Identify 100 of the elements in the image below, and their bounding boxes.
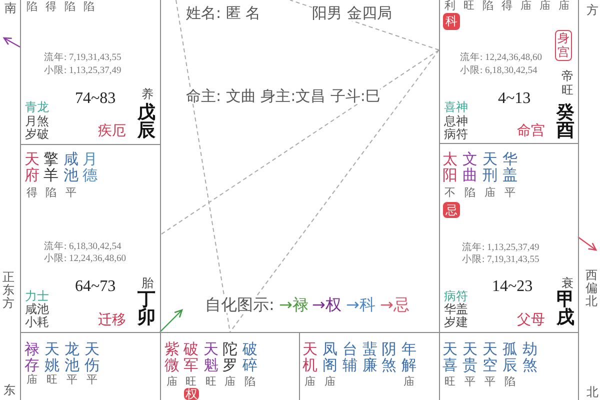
direction-label: 正东方 — [2, 271, 15, 310]
year-list: 流年: 1,13,25,37,49 — [462, 243, 540, 254]
star-name: 天贵 — [462, 341, 478, 373]
life-stage-label: 胎 — [141, 276, 154, 290]
brightness-label: 庙 — [324, 376, 336, 388]
star-name: 天喜 — [442, 341, 458, 373]
deity-name: 病符 — [444, 128, 468, 141]
palace-name: 疾厄 — [98, 124, 126, 138]
brightness-label: 陷 — [46, 187, 56, 199]
deity-name: 病符 — [444, 290, 468, 303]
arrow — [578, 236, 597, 251]
body-palace-badge: 身宫 — [555, 30, 572, 61]
star-name: 擎羊 — [43, 151, 59, 183]
year-list: 流年: 6,18,30,42,54 — [44, 242, 122, 253]
palace-name: 命宫 — [517, 124, 545, 138]
star-name: 禄存 — [24, 341, 40, 373]
info-text: 命主: 文曲 身主:文昌 子斗:巳 — [186, 88, 380, 104]
star-name: 紫微 — [164, 341, 180, 373]
year-list: 小限: 1,13,25,37,49 — [44, 66, 122, 77]
info-text: 阳男 金四局 — [312, 5, 392, 21]
year-list: 小限: 7,19,31,43,55 — [462, 255, 540, 266]
brightness-label: 庙 — [558, 0, 570, 12]
direction-label: 东 — [3, 384, 16, 397]
palace-cell — [20, 0, 161, 145]
star-name: 蜚廉 — [362, 341, 378, 373]
deity-name: 岁破 — [25, 128, 49, 141]
deity-name: 青龙 — [25, 101, 49, 114]
dashed-line — [230, 50, 440, 332]
brightness-label: 得 — [26, 187, 38, 199]
palace-cell — [439, 0, 579, 144]
deity-name: 华盖 — [444, 303, 468, 316]
palace-cell — [160, 332, 300, 400]
deity-name: 月煞 — [25, 115, 49, 128]
star-name: 破碎 — [242, 341, 258, 373]
star-name: 年解 — [401, 341, 417, 373]
star-name: 台辅 — [342, 341, 358, 373]
legend-item: →权 — [312, 296, 342, 313]
brightness-label: 平 — [464, 376, 476, 388]
brightness-label: 庙 — [26, 374, 38, 386]
brightness-label: 旺 — [46, 374, 58, 386]
brightness-label: 不 — [444, 187, 456, 199]
stem-branch-label: 癸酉 — [556, 104, 575, 140]
brightness-label: 陷 — [84, 1, 94, 13]
star-name: 阴煞 — [381, 341, 397, 373]
info-text: 姓名: 匿 名 — [186, 5, 261, 21]
brightness-label: 庙 — [540, 0, 550, 12]
brightness-label: 陷 — [504, 376, 516, 388]
transform-badge: 忌 — [443, 202, 460, 218]
star-name: 凤阁 — [322, 341, 338, 373]
star-name: 天伤 — [84, 341, 100, 373]
star-name: 天魁 — [203, 341, 219, 373]
brightness-label: 平 — [66, 187, 76, 199]
star-name: 咸池 — [63, 151, 79, 183]
palace-cell — [439, 143, 579, 333]
star-name: 龙池 — [64, 341, 80, 373]
star-name: 孤辰 — [502, 341, 518, 373]
star-name: 陀罗 — [222, 341, 238, 373]
brightness-label: 旺 — [444, 376, 456, 388]
age-range: 4~13 — [498, 91, 531, 107]
brightness-label: 庙 — [484, 187, 496, 199]
stem-branch-label: 丁卯 — [137, 291, 156, 327]
palace-name: 父母 — [517, 313, 545, 327]
deity-name: 咸池 — [25, 303, 49, 316]
star-name: 天机 — [302, 341, 318, 373]
palace-cell — [20, 144, 161, 333]
brightness-label: 庙 — [304, 376, 316, 388]
brightness-label: 陷 — [464, 187, 476, 199]
brightness-label: 平 — [484, 376, 496, 388]
star-name: 天姚 — [44, 341, 60, 373]
arrow — [3, 37, 20, 48]
year-list: 流年: 12,24,36,48,60 — [460, 53, 542, 64]
age-range: 74~83 — [75, 91, 116, 107]
brightness-label: 庙 — [520, 0, 532, 12]
life-stage-label: 养 — [141, 87, 154, 101]
brightness-label: 庙 — [224, 376, 236, 388]
year-list: 流年: 7,19,31,43,55 — [44, 53, 122, 64]
brightness-label: 平 — [86, 374, 98, 386]
star-name: 天府 — [24, 151, 40, 183]
brightness-label: 陷 — [482, 0, 494, 12]
brightness-label: 陷 — [26, 1, 38, 13]
deity-name: 小耗 — [25, 316, 49, 329]
palace-name: 迁移 — [98, 313, 126, 327]
star-name: 太阳 — [442, 151, 458, 183]
brightness-label: 利 — [444, 0, 456, 12]
year-list: 小限: 6,18,30,42,54 — [460, 66, 538, 77]
year-list: 小限: 12,24,36,48,60 — [44, 254, 126, 265]
star-name: 华盖 — [502, 151, 518, 183]
star-name: 天空 — [482, 341, 498, 373]
brightness-label: 旺 — [206, 376, 216, 388]
star-name: 月德 — [82, 151, 98, 183]
life-stage-label: 帝旺 — [561, 69, 574, 97]
deity-name: 喜神 — [444, 101, 468, 114]
direction-label: 南 — [4, 2, 17, 15]
direction-label: 北 — [586, 386, 599, 399]
brightness-label: 庙 — [404, 376, 414, 388]
legend-title: 自化图示: — [205, 296, 274, 313]
brightness-label: 得 — [46, 1, 56, 13]
deity-name: 岁建 — [444, 316, 468, 329]
brightness-label: 庙 — [166, 376, 178, 388]
age-range: 64~73 — [75, 279, 116, 295]
